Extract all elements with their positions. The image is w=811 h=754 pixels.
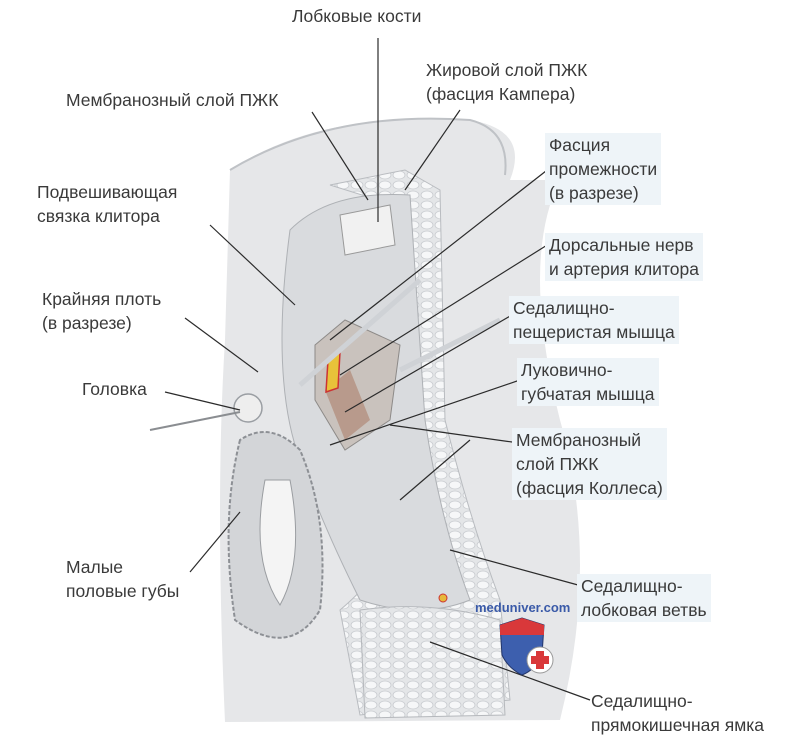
label-line: и артерия клитора [545,257,703,281]
label-membranous-layer: Мембранозный слой ПЖК [66,88,278,112]
meduniver-shield-logo [499,617,554,676]
label-line: слой ПЖК [512,452,667,476]
label-line: Жировой слой ПЖК [426,60,588,80]
label-line: Лобковые кости [292,6,422,26]
label-line: губчатая мышца [517,382,659,406]
label-line: Седалищно- [577,574,711,598]
label-line: Седалищно- [591,691,693,711]
leader-lines [164,38,591,701]
label-line: (в разрезе) [42,313,132,333]
label-line: Седалищно- [509,296,679,320]
label-line: (фасция Кампера) [426,84,576,104]
label-ischiorectal-fossa: Седалищно-прямокишечная ямка [591,689,764,737]
label-prepuce: Крайняя плоть (в разрезе) [42,287,161,335]
label-labia-minora: Малые половые губы [66,555,179,603]
label-line: Мембранозный слой ПЖК [66,90,279,110]
label-ischiopubic-ramus: Седалищно-лобковая ветвь [577,574,711,622]
label-line: (в разрезе) [545,181,662,205]
retractor-right [398,317,502,373]
label-line: Крайняя плоть [42,289,162,309]
label-fatty-layer: Жировой слой ПЖК (фасция Кампера) [426,58,587,106]
retractor-left [298,278,422,387]
label-line: лобковая ветвь [577,598,711,622]
label-line: Луковично- [517,358,659,382]
label-glans: Головка [82,377,147,401]
label-bulbospongiosus: Луковично-губчатая мышца [517,358,659,406]
glans-shape [233,393,263,423]
label-line: Головка [82,379,147,399]
label-line: Подвешивающая [37,182,178,202]
vessel-dot [438,593,448,603]
label-line: Мембранозный [512,428,667,452]
pubic-bone [339,204,396,256]
ischiorectal-fat [359,606,506,719]
body-contour [229,117,507,176]
probe [149,411,241,431]
label-line: связка клитора [37,206,160,226]
label-line: пещеристая мышца [509,320,679,344]
label-line: Фасция [545,133,662,157]
watermark-text: meduniver.com [475,600,571,615]
label-line: прямокишечная ямка [591,715,765,735]
label-suspensory-ligament: Подвешивающая связка клитора [37,180,177,228]
label-line: Малые [66,557,124,577]
label-line: половые губы [66,581,180,601]
label-line: (фасция Коллеса) [512,476,667,500]
label-pubic-bones: Лобковые кости [292,4,421,28]
label-ischiocavernosus: Седалищно-пещеристая мышца [509,296,679,344]
label-line: промежности [545,157,662,181]
vaginal-opening [259,479,297,606]
label-line: Дорсальные нерв [545,233,703,257]
